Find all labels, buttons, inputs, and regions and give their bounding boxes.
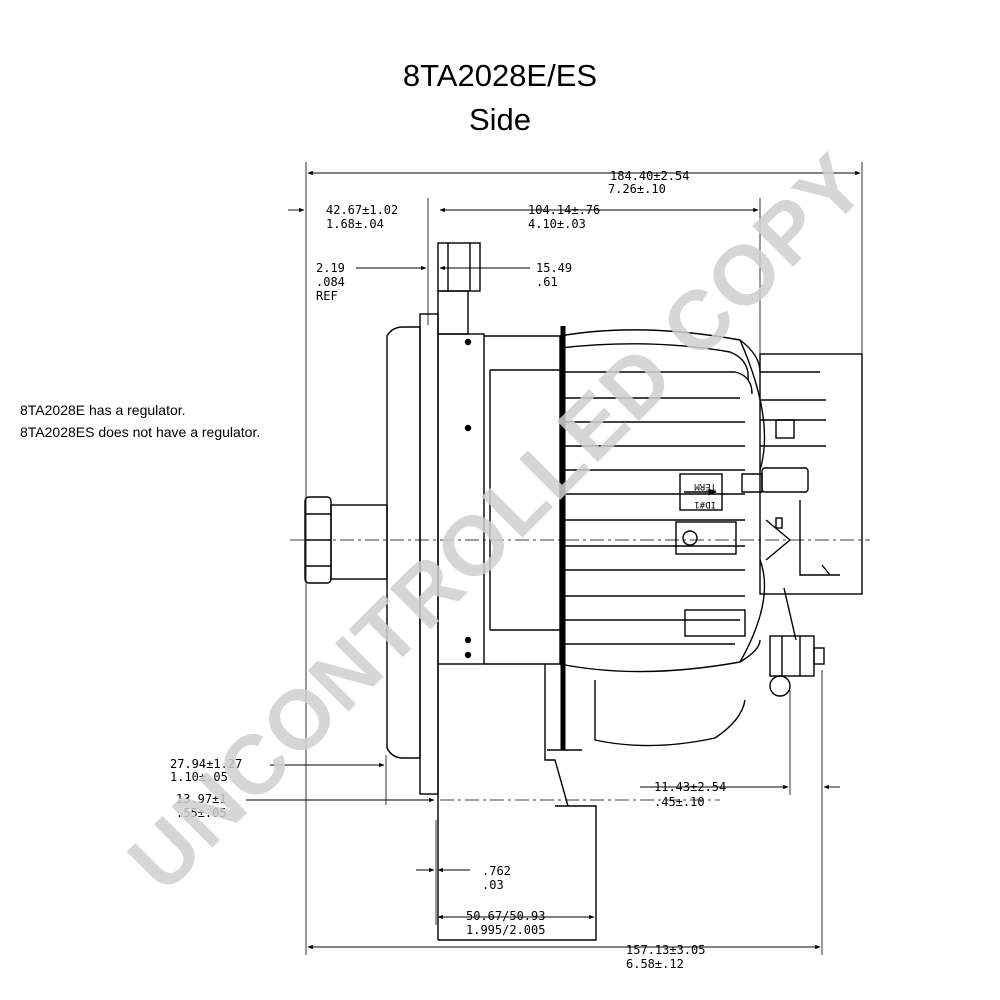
terminal-block	[675, 473, 746, 637]
dim-foot-width-metric: 50.67/50.93	[466, 909, 545, 923]
note-no-regulator: 8TA2028ES does not have a regulator.	[20, 424, 261, 440]
dim-hub-metric: 15.49	[536, 261, 572, 275]
dim-pulley-mount-metric: 42.67±1.02	[326, 203, 398, 217]
dim-overall-metric: 184.40±2.54	[610, 169, 689, 183]
dim-pulley-mount-inch: 1.68±.04	[326, 217, 384, 231]
id-label: ID#1	[694, 499, 716, 509]
dim-overall-inch: 7.26±.10	[608, 182, 666, 196]
dim-pulley-offset-metric: 27.94±1.27	[170, 757, 242, 771]
mounting-foot	[437, 664, 597, 941]
dim-hub-inch: .61	[536, 275, 558, 289]
dimension-lines	[246, 170, 861, 950]
dim-base-metric: 157.13±3.05	[626, 943, 705, 957]
dim-shaft-offset-metric: 13.97±1	[176, 792, 227, 806]
dim-terminal-metric: 11.43±2.54	[654, 780, 726, 794]
note-regulator: 8TA2028E has a regulator.	[20, 402, 186, 418]
dim-ref-metric: 2.19	[316, 261, 345, 275]
dim-pulley-offset-inch: 1.10±.05	[170, 770, 228, 784]
front-housing	[437, 333, 561, 665]
rear-housing	[489, 329, 766, 747]
view-title: Side	[468, 102, 532, 137]
output-stud	[769, 587, 825, 697]
dim-foot-gap-inch: .03	[482, 878, 504, 892]
center-lines	[290, 539, 870, 801]
extension-lines	[305, 162, 863, 955]
dim-base-inch: 6.58±.12	[626, 957, 684, 971]
part-number-title: 8TA2028E/ES	[402, 58, 598, 93]
dim-ref-inch: .084	[316, 275, 345, 289]
dimension-texts: 184.40±2.54 7.26±.10 42.67±1.02 1.68±.04…	[170, 169, 726, 971]
term-label: TERM	[694, 481, 716, 491]
dim-housing-inch: 4.10±.03	[528, 217, 586, 231]
dim-terminal-inch: .45±.10	[654, 795, 705, 809]
dim-ref-note: REF	[316, 289, 338, 303]
dim-shaft-offset-inch: .55±.05	[176, 806, 227, 820]
rear-end-cap	[741, 353, 863, 595]
dim-foot-width-inch: 1.995/2.005	[466, 923, 545, 937]
dim-foot-gap-metric: .762	[482, 864, 511, 878]
dim-housing-metric: 104.14±.76	[528, 203, 600, 217]
